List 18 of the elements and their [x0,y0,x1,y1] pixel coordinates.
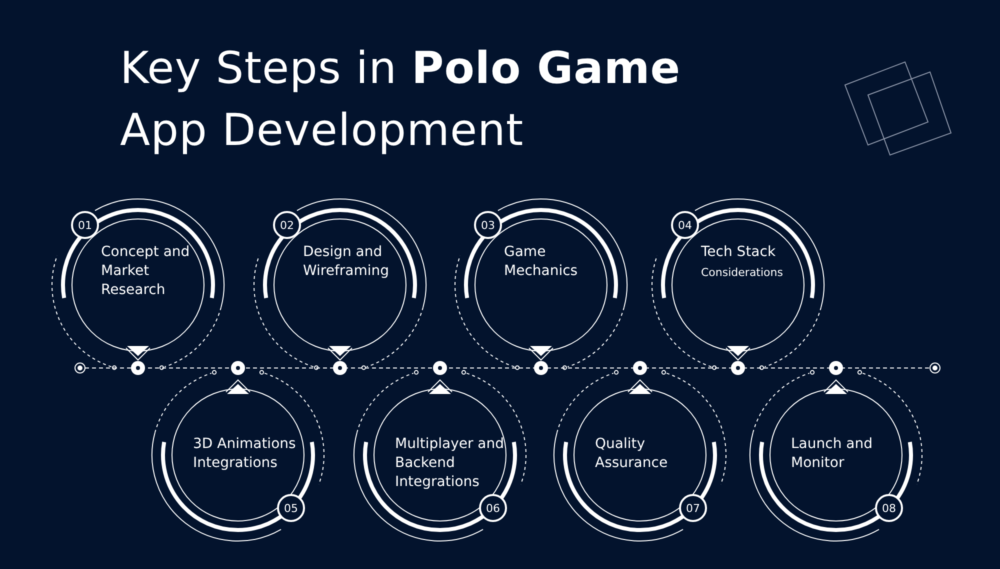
step-title: 3D Animations Integrations [193,435,297,473]
step-title: Design and Wireframing [303,243,390,281]
step-title: Quality Assurance [595,435,669,473]
step-title: Concept and Market Research [101,243,191,300]
step-number: 07 [679,494,707,522]
step-number: 06 [479,494,507,522]
step-number: 05 [277,494,305,522]
step-number: 03 [474,211,502,239]
step-title: Launch and Monitor [791,435,874,473]
step-number: 01 [71,211,99,239]
step-title: Multiplayer and Backend Integrations [395,435,506,492]
step-title: Tech Stack [701,243,777,262]
step-number: 02 [273,211,301,239]
title: Key Steps in Polo Game App Development [120,42,682,158]
step-number: 04 [671,211,699,239]
step-title: Considerations [701,265,784,281]
step-number: 08 [875,494,903,522]
step-title: Game Mechanics [504,243,579,281]
